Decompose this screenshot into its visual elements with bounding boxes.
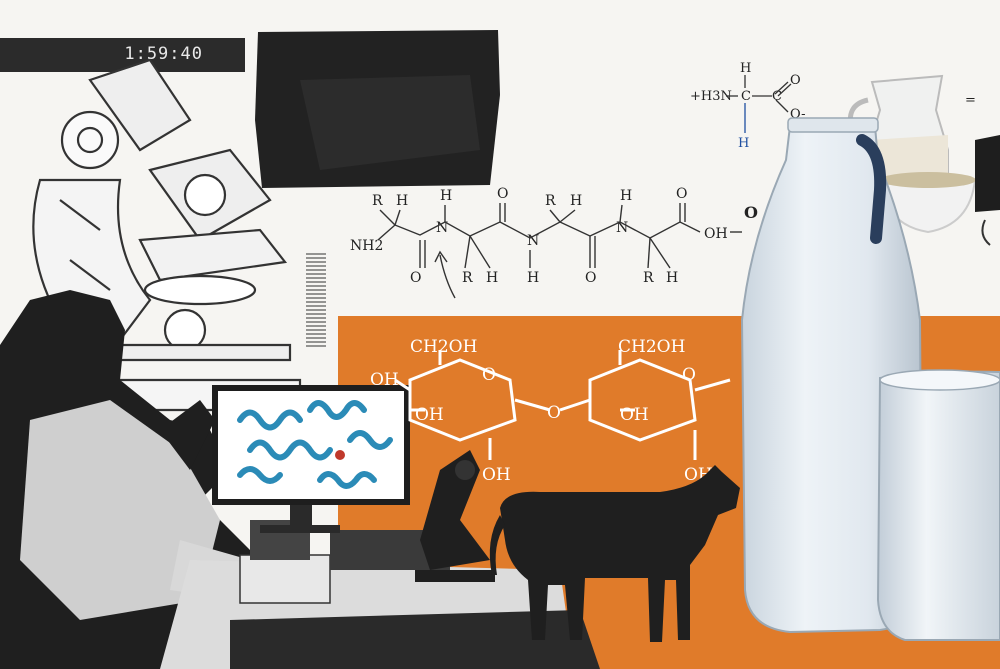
dark-photo-fragment <box>255 30 500 188</box>
protein-structure <box>237 400 393 489</box>
peptide-h-5: H <box>570 193 582 209</box>
timer-text: 1:59:40 <box>124 44 203 64</box>
lactose-oh-1: OH <box>370 370 399 390</box>
lactose-o-2: O <box>682 365 696 385</box>
peptide-o-1: O <box>410 270 421 286</box>
peptide-o-3: O <box>585 270 596 286</box>
peptide-h-6: H <box>620 188 632 204</box>
barcode-strip <box>306 253 326 347</box>
amino-h-top: H <box>740 61 751 76</box>
desk-microscope-icon <box>415 450 495 582</box>
glass-of-milk-icon <box>876 369 1000 641</box>
lactose-ch2oh-2: CH2OH <box>618 337 685 357</box>
peptide-h-1: H <box>396 193 408 209</box>
peptide-chain: NH2 R H N H O R H O N H R H O N H R H O … <box>350 186 758 299</box>
amino-c2: C <box>772 89 782 104</box>
amino-o-top: O <box>790 73 801 88</box>
lactose-structure: CH2OH CH2OH OH OH OH O O O OH OH <box>370 337 731 485</box>
cow-icon <box>489 465 740 642</box>
amino-equals: = <box>965 93 976 108</box>
lactose-o-bridge: O <box>547 403 561 423</box>
peptide-h-7: H <box>666 270 678 286</box>
lactose-oh-4: OH <box>620 405 649 425</box>
peptide-oh: OH <box>704 226 728 242</box>
amino-c: C <box>741 89 751 104</box>
lactose-oh-2: OH <box>415 405 444 425</box>
peptide-h-2: H <box>440 188 452 204</box>
timer-strip: 1:59:40 <box>0 38 245 72</box>
dark-object <box>975 135 1000 246</box>
peptide-n-2: N <box>527 233 539 249</box>
lactose-o-1: O <box>482 365 496 385</box>
peptide-nh2: NH2 <box>350 238 383 254</box>
peptide-r-3: R <box>545 193 556 209</box>
peptide-r-4: R <box>643 270 654 286</box>
peptide-r-1: R <box>372 193 383 209</box>
amino-h-bottom: H <box>738 136 749 151</box>
peptide-dot: O <box>744 203 758 222</box>
lactose-oh-3: OH <box>482 465 511 485</box>
peptide-h-4: H <box>527 270 539 286</box>
cereal-bowl-icon <box>878 172 977 234</box>
peptide-n-1: N <box>436 220 448 236</box>
peptide-o-4: O <box>676 186 687 202</box>
peptide-h-3: H <box>486 270 498 286</box>
lactose-ch2oh-1: CH2OH <box>410 337 477 357</box>
peptide-r-2: R <box>462 270 473 286</box>
peptide-o-2: O <box>497 186 508 202</box>
amino-h3n: +H3N <box>690 89 732 104</box>
milk-bottle-icon <box>740 117 924 634</box>
